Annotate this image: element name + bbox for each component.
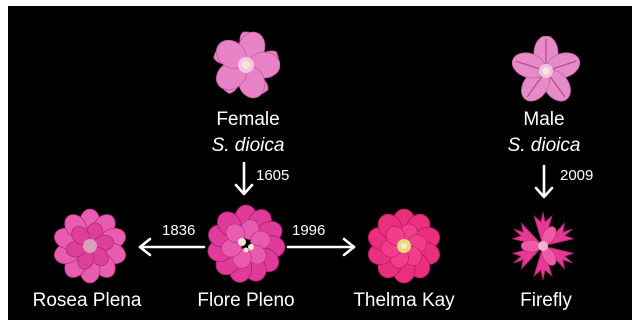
figure-panel: Female S. dioica Male S. dioica 1605 200… — [8, 6, 632, 320]
arrow-flore-pleno-to-thelma-kay — [288, 239, 354, 255]
year-2009: 2009 — [560, 168, 593, 183]
year-1996: 1996 — [292, 223, 325, 238]
thelma-kay-flower-photo — [366, 208, 442, 284]
male-species-label: S. dioica — [508, 136, 581, 155]
year-1836: 1836 — [162, 223, 195, 238]
firefly-flower-photo — [508, 208, 578, 284]
year-1605: 1605 — [256, 168, 289, 183]
arrow-male-to-firefly — [536, 166, 552, 197]
rosea-plena-flower-photo — [52, 208, 128, 284]
arrow-female-to-flore-pleno — [236, 163, 252, 194]
flore-pleno-flower-photo — [206, 204, 286, 284]
male-flower-photo — [511, 36, 581, 106]
firefly-label: Firefly — [520, 291, 572, 310]
thelma-kay-label: Thelma Kay — [353, 291, 454, 310]
male-label: Male — [523, 110, 564, 129]
female-label: Female — [216, 110, 279, 129]
rosea-plena-label: Rosea Plena — [33, 291, 142, 310]
female-flower-photo — [212, 30, 280, 100]
female-species-label: S. dioica — [212, 136, 285, 155]
flore-pleno-label: Flore Pleno — [197, 291, 294, 310]
arrow-flore-pleno-to-rosea-plena — [140, 239, 204, 255]
